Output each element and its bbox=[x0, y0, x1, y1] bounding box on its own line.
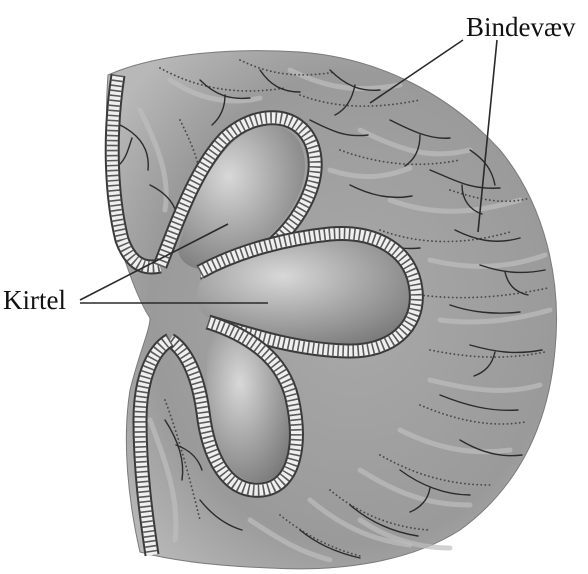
label-kirtel: Kirtel bbox=[3, 285, 66, 315]
label-bindevaev: Bindevæv bbox=[466, 12, 576, 42]
